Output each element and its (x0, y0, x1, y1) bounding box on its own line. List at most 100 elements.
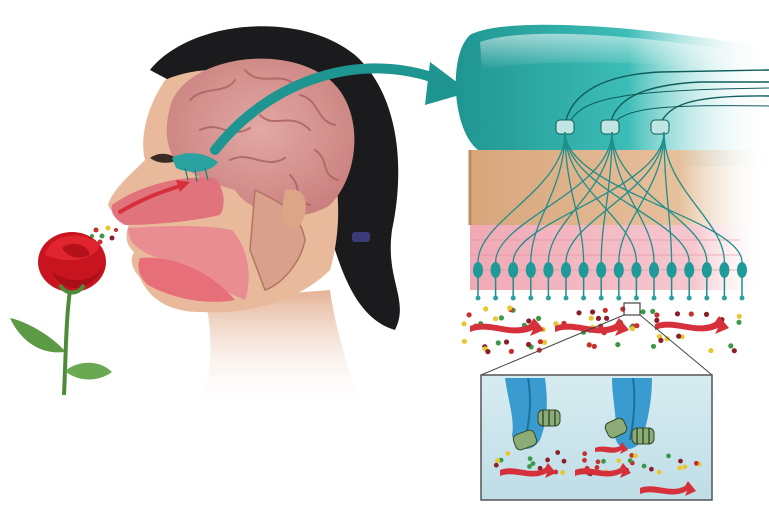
neuron-cell-body (491, 262, 501, 278)
neuron-cell-body (561, 262, 571, 278)
odor-molecule (560, 470, 565, 475)
neuron-cell-body (614, 262, 624, 278)
odor-molecule (536, 316, 541, 321)
odor-molecule (615, 342, 620, 347)
odor-molecule (657, 470, 662, 475)
odor-molecule (590, 309, 595, 314)
odor-molecule (633, 453, 638, 458)
odor-molecule (736, 320, 741, 325)
odor-molecule (526, 342, 531, 347)
odor-molecule (545, 458, 550, 463)
odor-molecule (582, 458, 587, 463)
cribriform-plate (470, 150, 769, 225)
neuron-cell-body (631, 262, 641, 278)
odor-molecule (538, 339, 543, 344)
odor-molecule (678, 459, 683, 464)
cilia-knob (599, 296, 604, 301)
cilia-knob (511, 296, 516, 301)
cilia-knob (528, 296, 533, 301)
odor-molecule (462, 339, 467, 344)
odor-molecule (640, 309, 645, 314)
odor-molecule (620, 307, 625, 312)
odor-molecule (694, 461, 699, 466)
odor-molecule (651, 344, 656, 349)
cilia-knob (476, 296, 481, 301)
cilia-knob (687, 296, 692, 301)
odor-molecule (494, 463, 499, 468)
cilia-knob (616, 296, 621, 301)
neuron-cell-body (702, 262, 712, 278)
neuron-cell-body (684, 262, 694, 278)
odor-molecule (630, 326, 635, 331)
odor-molecule (654, 312, 659, 317)
rose-stem (64, 290, 70, 395)
receptor-closeup-inset (481, 375, 712, 500)
odor-molecule (732, 348, 737, 353)
neuron-cell-body (667, 262, 677, 278)
rose-leaf-right (66, 363, 112, 380)
cilia-knob (634, 296, 639, 301)
odor-molecule (596, 459, 601, 464)
odor-molecule (493, 316, 498, 321)
odor-molecule (658, 338, 663, 343)
neuron-cell-body (649, 262, 659, 278)
odor-molecule (505, 451, 510, 456)
odor-molecule (582, 451, 587, 456)
odor-molecule (528, 456, 533, 461)
cilia-knob (722, 296, 727, 301)
rose-leaf-left (10, 318, 64, 352)
odor-molecule (499, 315, 504, 320)
odor-molecule (666, 454, 671, 459)
odor-molecule (592, 344, 597, 349)
neuron-cell-body (737, 262, 747, 278)
odor-molecule (650, 309, 655, 314)
odor-molecule (604, 316, 609, 321)
odor-molecule (737, 314, 742, 319)
odor-molecule (683, 465, 688, 470)
odor-molecule (677, 466, 682, 471)
odor-molecule (628, 458, 633, 463)
mitral-cell-clusters (556, 120, 669, 134)
odor-molecule (654, 318, 659, 323)
odor-molecule (495, 458, 500, 463)
odor-molecule (483, 306, 488, 311)
odor-molecule (616, 458, 621, 463)
odor-molecule (676, 334, 681, 339)
cilia-knob (581, 296, 586, 301)
odor-molecule (728, 343, 733, 348)
zoom-marker (624, 303, 640, 315)
zoom-line-left (481, 315, 624, 375)
neuron-cell-body (579, 262, 589, 278)
cilia-knob (493, 296, 498, 301)
neuron-cell-body (719, 262, 729, 278)
cilia-knob (704, 296, 709, 301)
odor-molecule (649, 467, 654, 472)
odor-molecule (562, 459, 567, 464)
cilia-knob (652, 296, 657, 301)
odor-molecule (504, 339, 509, 344)
odor-molecule (587, 342, 592, 347)
odor-molecule (496, 340, 501, 345)
odor-molecule (485, 349, 490, 354)
odor-molecule (589, 316, 594, 321)
odor-molecule (704, 312, 709, 317)
cilia-knob (669, 296, 674, 301)
neuron-cell-body (473, 262, 483, 278)
neuron-cell-body (596, 262, 606, 278)
neuron-cell-body (508, 262, 518, 278)
odor-molecule (555, 450, 560, 455)
hair-tie (352, 232, 370, 242)
odor-molecule (526, 318, 531, 323)
odor-molecule (595, 465, 600, 470)
odor-molecule (689, 311, 694, 316)
odor-molecule (634, 323, 639, 328)
odor-molecule (507, 305, 512, 310)
rose (10, 232, 112, 395)
odor-molecule (509, 349, 514, 354)
cilia-knob (546, 296, 551, 301)
odor-molecule (642, 464, 647, 469)
odor-molecule (461, 321, 466, 326)
odor-molecule (467, 312, 472, 317)
odor-molecule (603, 308, 608, 313)
